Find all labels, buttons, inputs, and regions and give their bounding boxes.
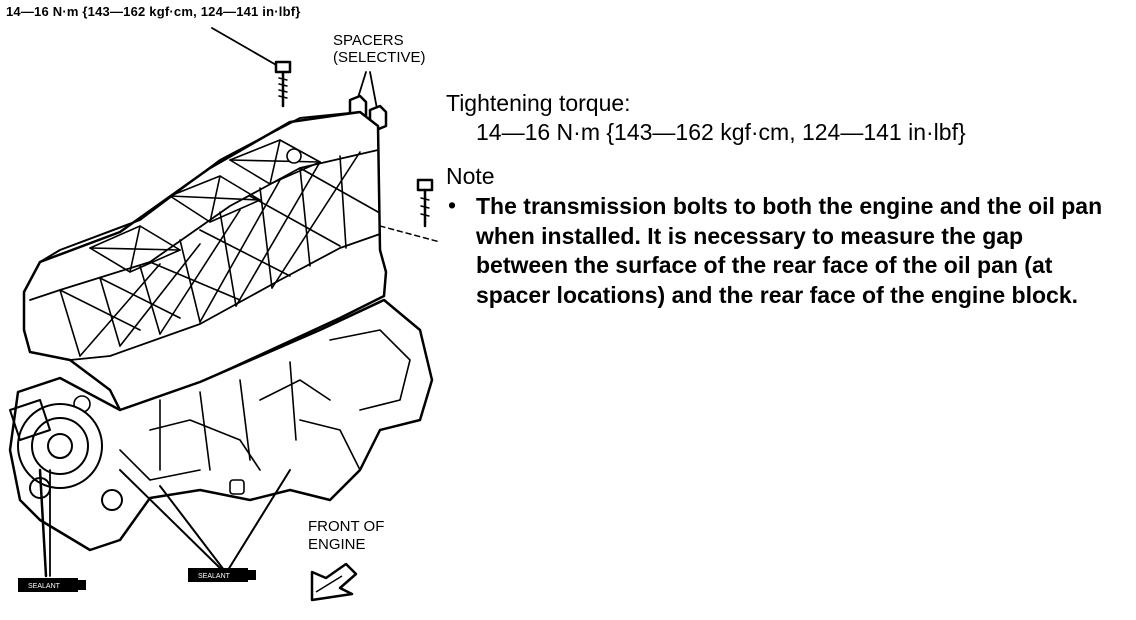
spacers-label-line1: SPACERS	[333, 32, 404, 49]
tightening-torque-value: 14—16 N·m {143—162 kgf·cm, 124—141 in·lb…	[476, 119, 966, 145]
tightening-torque-heading: Tightening torque:	[446, 90, 631, 116]
engine-oil-pan-illustration: SEALANT SEALANT	[8, 27, 440, 602]
bolt-torque-label: 14—16 N·m {143—162 kgf·cm, 124—141 in·lb…	[6, 4, 301, 19]
front-pulley-icon	[9, 399, 123, 511]
spacers-label-line2: (SELECTIVE)	[333, 49, 426, 66]
front-label-line1: FRONT OF	[308, 518, 385, 535]
side-bolt-icon	[416, 178, 434, 228]
note-bullet-icon: •	[448, 192, 457, 218]
note-text: The transmission bolts to both the engin…	[476, 193, 1103, 308]
sealant-label-left: SEALANT	[28, 583, 61, 590]
front-arrow-icon	[310, 562, 358, 602]
sealant-tube-icon	[18, 568, 256, 592]
spacers-label: SPACERS (SELECTIVE)	[333, 32, 426, 66]
sealant-label-right: SEALANT	[198, 573, 231, 580]
engine-block-outline	[8, 298, 434, 552]
front-of-engine-label: FRONT OF ENGINE	[308, 518, 384, 554]
note-heading: Note	[446, 163, 495, 189]
top-bolt-icon	[274, 60, 292, 108]
front-label-line2: ENGINE	[308, 536, 366, 553]
